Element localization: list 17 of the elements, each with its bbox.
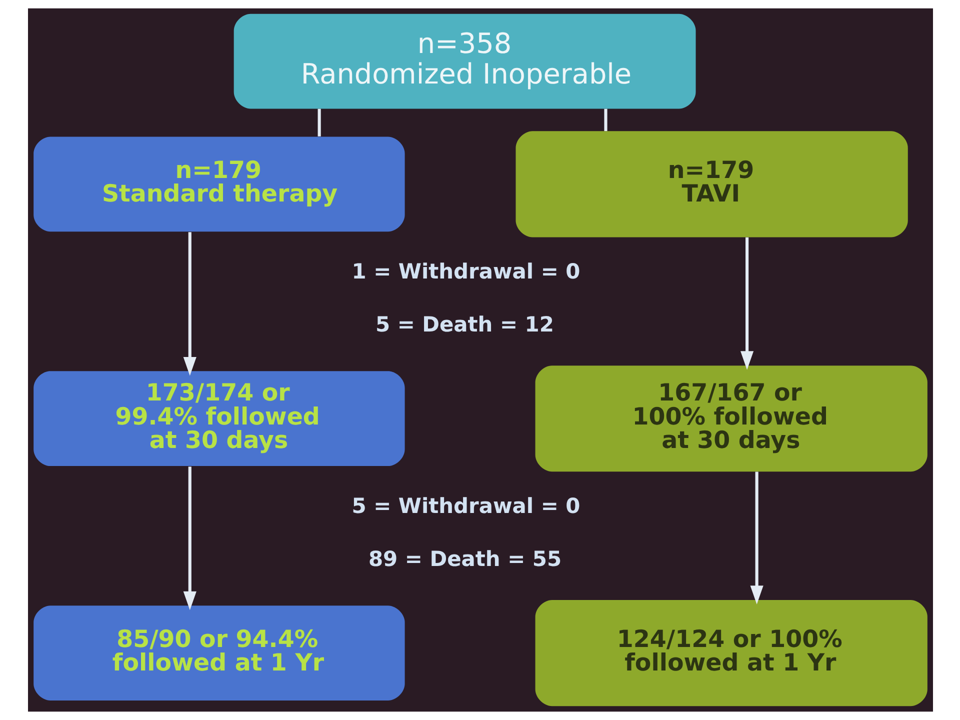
label: 1 = Withdrawal = 0: [351, 259, 580, 284]
node-box: 167/167 or 100% followed at 30 days: [534, 366, 927, 472]
arrow: [182, 466, 196, 610]
node-box: n=179 TAVI: [515, 131, 908, 238]
node-box: n=179 Standard therapy: [33, 136, 404, 232]
node-box: 173/174 or 99.4% followed at 30 days: [33, 371, 404, 466]
node-box: 124/124 or 100% followed at 1 Yr: [534, 600, 927, 706]
node-box: 85/90 or 94.4% followed at 1 Yr: [33, 606, 404, 700]
connector: [604, 108, 607, 132]
connector: [317, 108, 320, 136]
arrow: [182, 232, 196, 376]
arrow: [740, 237, 754, 370]
node-box: n=358 Randomized Inoperable: [233, 14, 696, 109]
label: 5 = Death = 12: [374, 312, 554, 336]
label: 89 = Death = 55: [368, 546, 562, 571]
label: 5 = Withdrawal = 0: [351, 494, 580, 518]
arrow: [750, 472, 763, 604]
